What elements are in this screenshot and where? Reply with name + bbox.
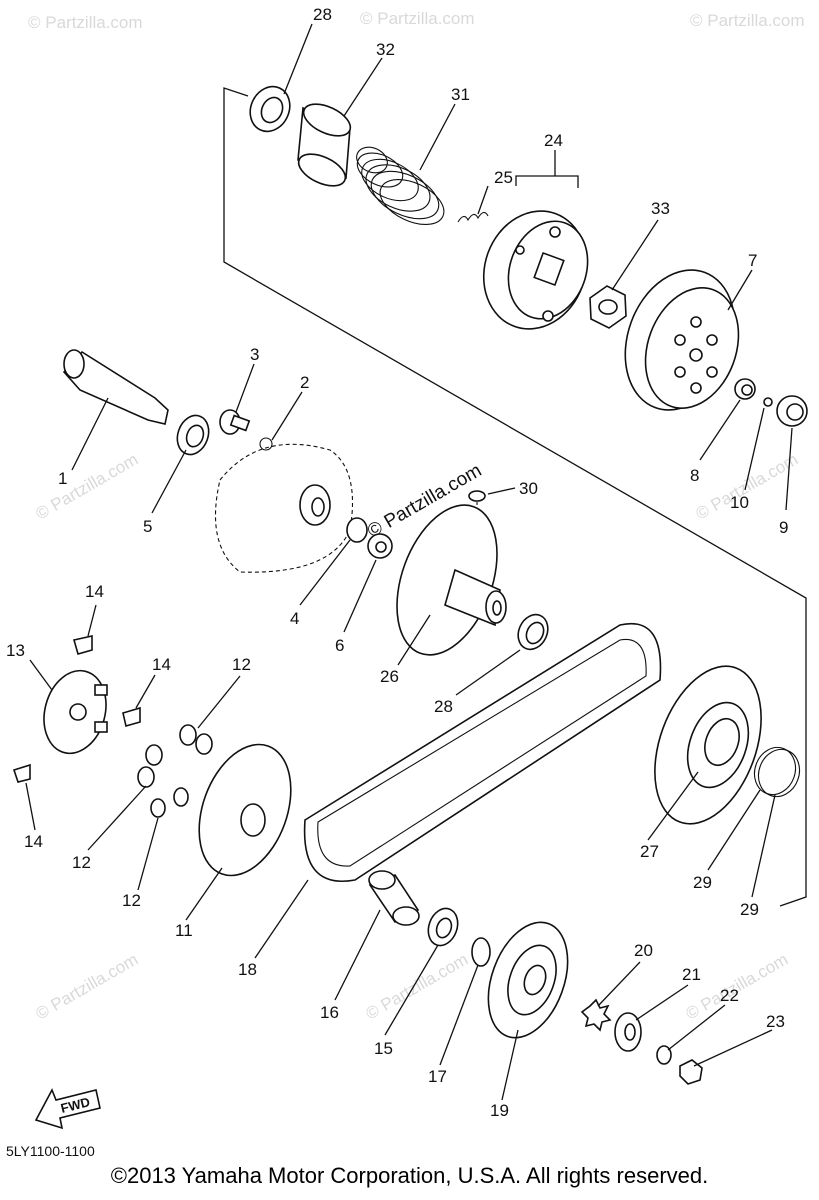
bolt-3 [219, 409, 251, 435]
washer-17 [471, 937, 491, 967]
callout-15: 15 [374, 1039, 393, 1058]
callout-9: 9 [779, 518, 788, 537]
watermark: © Partzilla.com [33, 950, 142, 1024]
callout-27: 27 [640, 842, 659, 861]
copyright-notice: ©2013 Yamaha Motor Corporation, U.S.A. A… [110, 1163, 709, 1188]
primary-cam-13 [43, 669, 108, 755]
callout-12-top: 12 [232, 655, 251, 674]
oil-seal-28-lower [517, 613, 549, 651]
callout-13: 13 [6, 641, 25, 660]
callout-16: 16 [320, 1003, 339, 1022]
callout-14-mid: 14 [152, 655, 171, 674]
callout-14-top: 14 [85, 582, 104, 601]
watermark: © Partzilla.com [28, 13, 143, 32]
callout-7: 7 [748, 251, 757, 270]
primary-sliding-sheave-11 [198, 743, 292, 877]
fwd-arrow-icon: FWD [34, 1088, 101, 1130]
watermark: © Partzilla.com [693, 450, 802, 524]
callout-14-bottom: 14 [24, 832, 43, 851]
callout-28-lower: 28 [434, 697, 453, 716]
oil-seal-28 [249, 85, 291, 133]
callout-2: 2 [300, 373, 309, 392]
callout-25: 25 [494, 168, 513, 187]
bearing-9 [776, 395, 808, 427]
secondary-sheave-26 [396, 504, 507, 656]
watermark: © Partzilla.com [360, 9, 475, 28]
callouts: 28 32 31 24 25 33 7 3 2 1 5 8 10 9 30 4 … [6, 5, 788, 1120]
fwd-label: FWD [59, 1094, 91, 1116]
callout-24: 24 [544, 131, 563, 150]
clutch-carrier-24 [482, 210, 589, 330]
primary-fixed-sheave-19 [487, 921, 569, 1039]
watermark: © Partzilla.com [33, 450, 142, 524]
washer-10 [763, 397, 773, 407]
callout-10: 10 [730, 493, 749, 512]
callout-32: 32 [376, 40, 395, 59]
cap-30 [468, 490, 486, 502]
callout-23: 23 [766, 1012, 785, 1031]
diagram-code: 5LY1100-1100 [6, 1143, 95, 1159]
callout-19: 19 [490, 1101, 509, 1120]
callout-17: 17 [428, 1067, 447, 1086]
callout-22: 22 [720, 986, 739, 1005]
nut-21 [614, 1012, 642, 1052]
nut-33 [589, 285, 627, 329]
callout-30: 30 [519, 479, 538, 498]
compression-spring-31 [356, 146, 445, 225]
kick-shaft-1 [62, 349, 169, 425]
callout-31: 31 [451, 85, 470, 104]
weight-rollers-12 [137, 724, 213, 818]
callout-4: 4 [290, 609, 299, 628]
watermark: © Partzilla.com [363, 950, 472, 1024]
callout-3: 3 [250, 345, 259, 364]
callout-28: 28 [313, 5, 332, 24]
callout-18: 18 [238, 960, 257, 979]
clutch-spring-25 [457, 211, 489, 223]
star-washer-20 [580, 998, 612, 1032]
gasket-cover [214, 443, 353, 573]
clip-4 [346, 517, 368, 543]
collar-32 [297, 103, 352, 187]
assembly-bracket [223, 87, 807, 907]
callout-29-left: 29 [693, 873, 712, 892]
nut-8 [734, 378, 756, 400]
callout-12-bottom: 12 [122, 891, 141, 910]
collar-16 [368, 870, 420, 926]
callout-26: 26 [380, 667, 399, 686]
slider-14 [12, 635, 141, 783]
leader-lines [25, 23, 793, 1101]
callout-21: 21 [682, 965, 701, 984]
circlip-2 [259, 437, 273, 451]
o-rings-29 [753, 746, 801, 798]
callout-11: 11 [175, 921, 193, 940]
clutch-housing-7 [624, 269, 740, 411]
callout-1: 1 [58, 469, 67, 488]
callout-5: 5 [143, 517, 152, 536]
watermark: © Partzilla.com [690, 11, 805, 30]
callout-20: 20 [634, 941, 653, 960]
bearing-5 [176, 414, 210, 456]
v-belt-18 [303, 622, 662, 882]
bearing-15 [427, 907, 459, 947]
secondary-fixed-sheave-27 [654, 665, 762, 825]
callout-8: 8 [690, 466, 699, 485]
callout-12-mid: 12 [72, 853, 91, 872]
callout-29-right: 29 [740, 900, 759, 919]
washer-22 [656, 1045, 672, 1065]
callout-33: 33 [651, 199, 670, 218]
callout-6: 6 [335, 636, 344, 655]
collar-6 [367, 533, 393, 559]
nut-23 [679, 1059, 703, 1085]
